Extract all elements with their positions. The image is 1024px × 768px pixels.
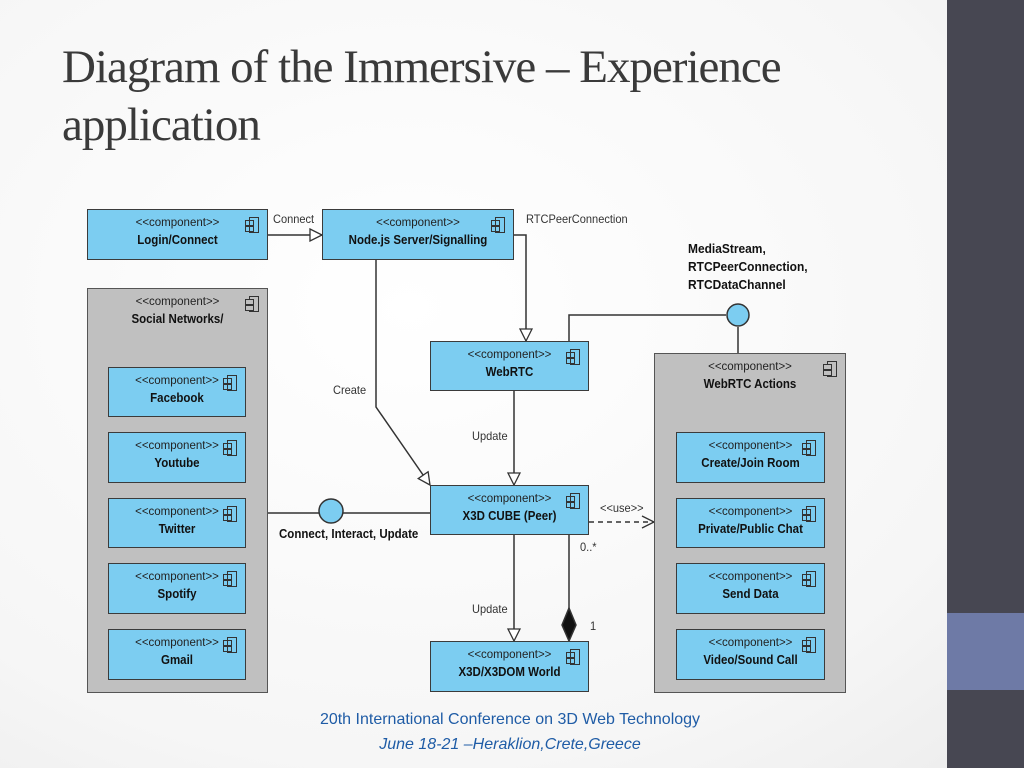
component-name: WebRTC Actions (703, 377, 797, 391)
create-edge (375, 260, 430, 485)
component-login: <<component>> Login/Connect (87, 209, 268, 260)
stereotype: <<component>> (467, 493, 552, 505)
label-interface-3: RTCDataChannel (688, 277, 786, 292)
component-name: Send Data (722, 587, 779, 601)
component-spotify: <<component>> Spotify (108, 563, 246, 614)
component-icon (566, 493, 580, 509)
stereotype: <<component>> (135, 571, 219, 583)
label-interface-1: MediaStream, (688, 241, 766, 256)
footer-date-location: June 18-21 –Heraklion,Crete,Greece (379, 736, 641, 753)
component-icon (223, 375, 237, 391)
component-name: Login/Connect (137, 233, 218, 247)
component-name: Youtube (154, 456, 200, 470)
label-update-1: Update (472, 429, 508, 443)
component-name: Private/Public Chat (698, 522, 803, 536)
component-name: Spotify (157, 587, 197, 601)
component-x3d-world: <<component>> X3D/X3DOM World (430, 641, 589, 692)
stereotype: <<component>> (135, 440, 219, 452)
stereotype: <<component>> (135, 296, 220, 308)
component-name: Video/Sound Call (703, 653, 798, 667)
label-use: <<use>> (600, 501, 644, 515)
component-name: WebRTC (485, 365, 534, 379)
component-video-call: <<component>> Video/Sound Call (676, 629, 825, 680)
label-multiplicity-many: 0..* (580, 540, 597, 554)
component-send-data: <<component>> Send Data (676, 563, 825, 614)
label-multiplicity-one: 1 (590, 619, 597, 633)
rtcpeer-edge (514, 234, 526, 341)
label-social-interface: Connect, Interact, Update (279, 527, 419, 541)
stereotype: <<component>> (135, 217, 220, 229)
social-interface-lollipop (318, 498, 344, 524)
component-icon (223, 637, 237, 653)
slide-sidebar-accent (947, 613, 1024, 690)
component-create-join-room: <<component>> Create/Join Room (676, 432, 825, 483)
component-icon (245, 296, 259, 312)
stereotype: <<component>> (135, 506, 219, 518)
component-name: Gmail (161, 653, 193, 667)
stereotype: <<component>> (708, 571, 793, 583)
component-icon (566, 349, 580, 365)
container-social-networks: <<component>> Social Networks/ (87, 288, 268, 693)
component-icon (802, 637, 816, 653)
component-icon (491, 217, 505, 233)
webrtc-interface-lollipop (726, 303, 750, 327)
component-icon (802, 571, 816, 587)
component-youtube: <<component>> Youtube (108, 432, 246, 483)
component-icon (802, 506, 816, 522)
composition-diamond (561, 606, 577, 643)
slide-title: Diagram of the Immersive – Experience ap… (62, 41, 782, 151)
component-chat: <<component>> Private/Public Chat (676, 498, 825, 548)
component-name: X3D CUBE (Peer) (462, 509, 557, 523)
component-gmail: <<component>> Gmail (108, 629, 246, 680)
footer-conference: 20th International Conference on 3D Web … (319, 711, 701, 728)
component-twitter: <<component>> Twitter (108, 498, 246, 548)
stereotype: <<component>> (135, 637, 219, 649)
stereotype: <<component>> (708, 440, 793, 452)
component-icon (823, 361, 837, 377)
stereotype: <<component>> (376, 217, 460, 229)
stereotype: <<component>> (708, 361, 792, 373)
component-name: Node.js Server/Signalling (348, 233, 488, 247)
component-name: Facebook (150, 391, 204, 405)
component-icon (566, 649, 580, 665)
stereotype: <<component>> (467, 649, 552, 661)
label-connect: Connect (273, 212, 315, 226)
component-icon (802, 440, 816, 456)
component-icon (223, 440, 237, 456)
stereotype: <<component>> (135, 375, 219, 387)
label-rtcpeerconnection: RTCPeerConnection (526, 212, 628, 226)
label-update-2: Update (472, 602, 508, 616)
stereotype: <<component>> (467, 349, 552, 361)
component-x3d-cube: <<component>> X3D CUBE (Peer) (430, 485, 589, 535)
label-interface-2: RTCPeerConnection, (688, 259, 808, 274)
stereotype: <<component>> (708, 506, 793, 518)
stereotype: <<component>> (708, 637, 793, 649)
component-name: Social Networks/ (131, 312, 224, 326)
component-node-server: <<component>> Node.js Server/Signalling (322, 209, 514, 260)
component-facebook: <<component>> Facebook (108, 367, 246, 417)
component-name: Create/Join Room (701, 456, 800, 470)
webrtc-iface-edge (568, 314, 726, 341)
label-create: Create (333, 383, 367, 397)
component-webrtc: <<component>> WebRTC (430, 341, 589, 391)
component-icon (245, 217, 259, 233)
component-icon (223, 571, 237, 587)
component-name: Twitter (158, 522, 196, 536)
component-icon (223, 506, 237, 522)
component-name: X3D/X3DOM World (458, 665, 561, 679)
